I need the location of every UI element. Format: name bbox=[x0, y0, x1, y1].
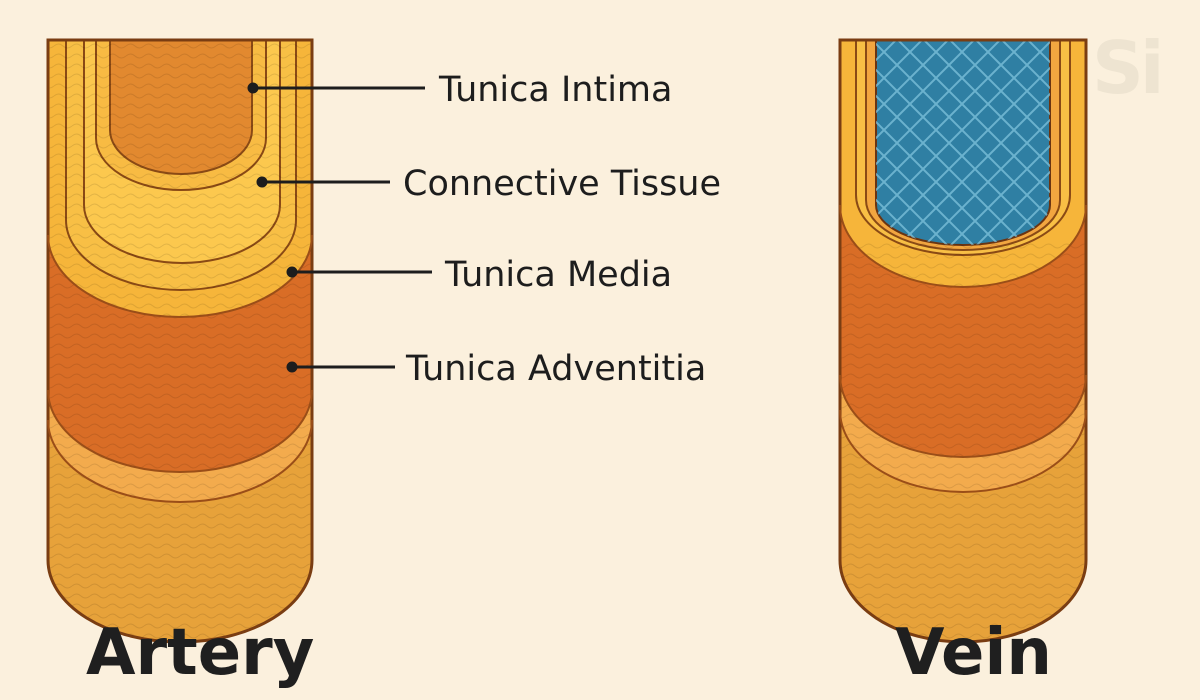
artery-title: Artery bbox=[86, 616, 315, 690]
label-connective-tissue: Connective Tissue bbox=[403, 164, 722, 204]
vein-title: Vein bbox=[895, 616, 1052, 690]
label-tunica-media: Tunica Media bbox=[445, 255, 673, 295]
callout-lines bbox=[247, 82, 432, 373]
label-tunica-intima: Tunica Intima bbox=[439, 70, 673, 110]
label-tunica-adventitia: Tunica Adventitia bbox=[406, 349, 707, 389]
watermark-logo: Si bbox=[1092, 26, 1165, 110]
vein-vessel bbox=[840, 40, 1086, 642]
artery-vessel bbox=[48, 40, 312, 642]
